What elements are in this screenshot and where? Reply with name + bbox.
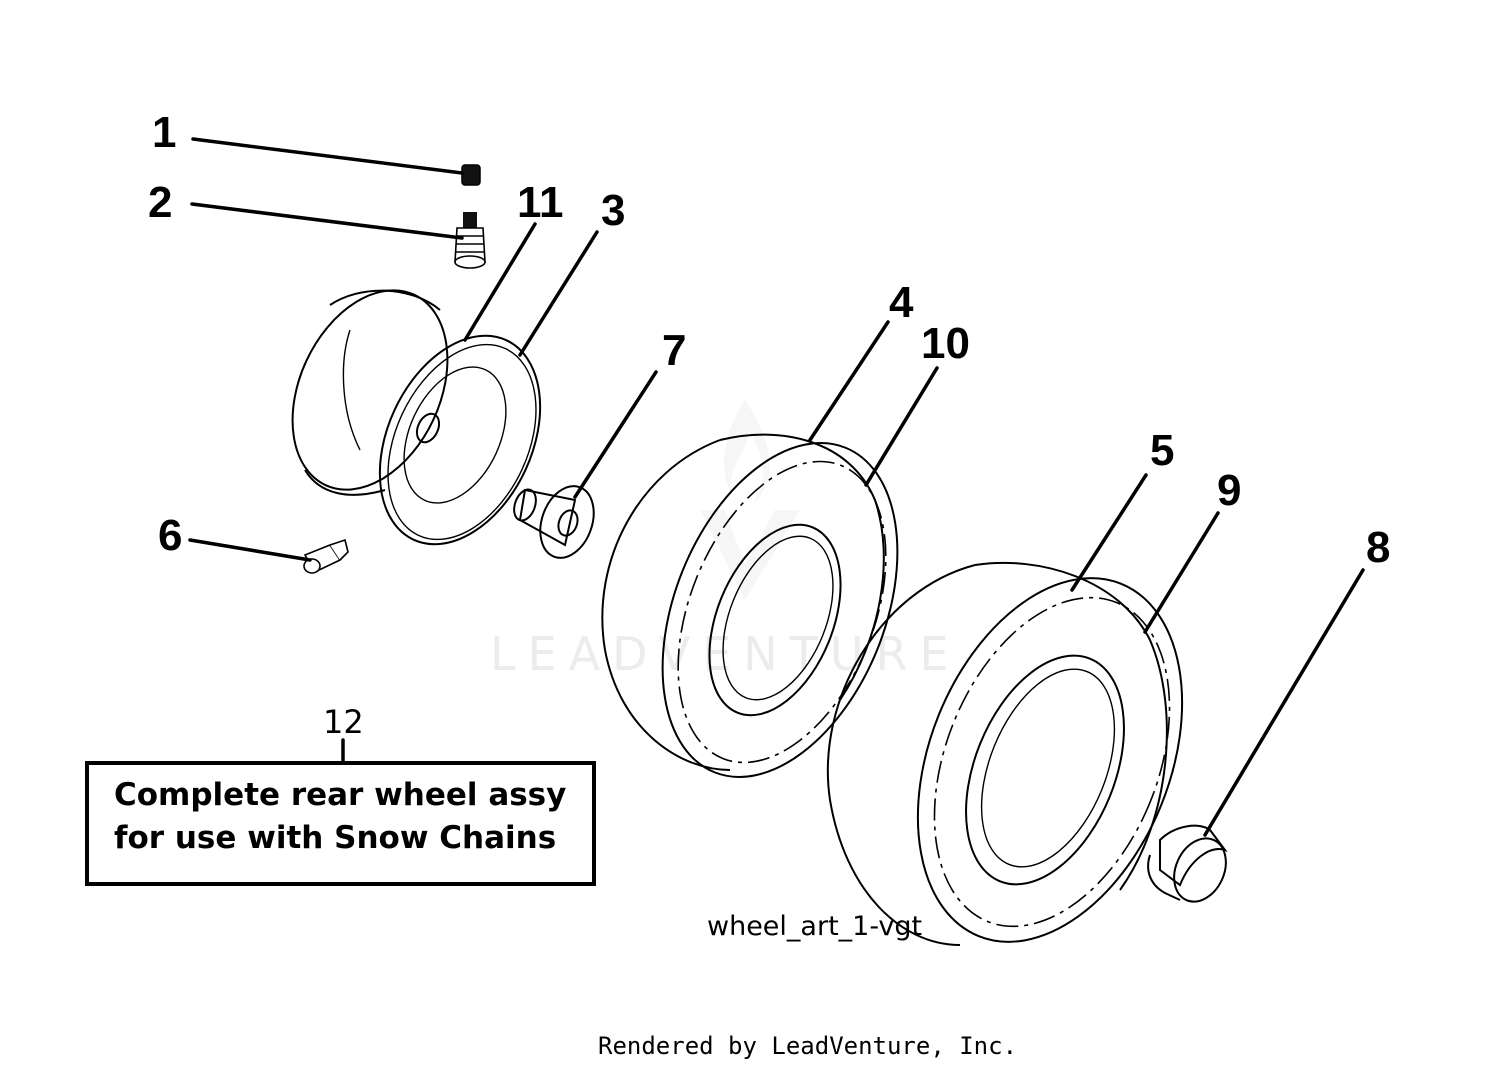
front-tire-part bbox=[601, 433, 899, 778]
valve-cap-part bbox=[461, 164, 481, 186]
callout-6: 6 bbox=[158, 511, 182, 560]
valve-stem-part bbox=[454, 212, 486, 269]
callout-1: 1 bbox=[152, 108, 176, 157]
note-line-1: Complete rear wheel assy bbox=[114, 777, 566, 813]
bushing-part bbox=[513, 485, 595, 559]
grease-fitting-part bbox=[303, 538, 349, 574]
callout-7: 7 bbox=[662, 326, 686, 375]
art-id-label: wheel_art_1-vgt bbox=[707, 911, 922, 942]
callout-2: 2 bbox=[148, 178, 172, 227]
rear-tire-part bbox=[826, 561, 1184, 946]
callout-9: 9 bbox=[1217, 466, 1241, 515]
leader-lines bbox=[188, 137, 1365, 837]
wheel-rim-part bbox=[291, 289, 542, 546]
callout-10: 10 bbox=[921, 319, 970, 368]
callout-8: 8 bbox=[1366, 523, 1390, 572]
callout-3: 3 bbox=[601, 186, 625, 235]
note-box: Complete rear wheel assy for use with Sn… bbox=[85, 761, 596, 886]
callout-11: 11 bbox=[517, 178, 564, 227]
callout-5: 5 bbox=[1150, 426, 1174, 475]
hub-cap-part bbox=[1147, 824, 1228, 903]
footer-credit: Rendered by LeadVenture, Inc. bbox=[598, 1032, 1017, 1060]
watermark-text: LEADVENTURE bbox=[490, 627, 961, 681]
callout-4: 4 bbox=[889, 278, 914, 327]
note-line-2: for use with Snow Chains bbox=[114, 820, 556, 856]
callout-12: 12 bbox=[323, 703, 364, 741]
